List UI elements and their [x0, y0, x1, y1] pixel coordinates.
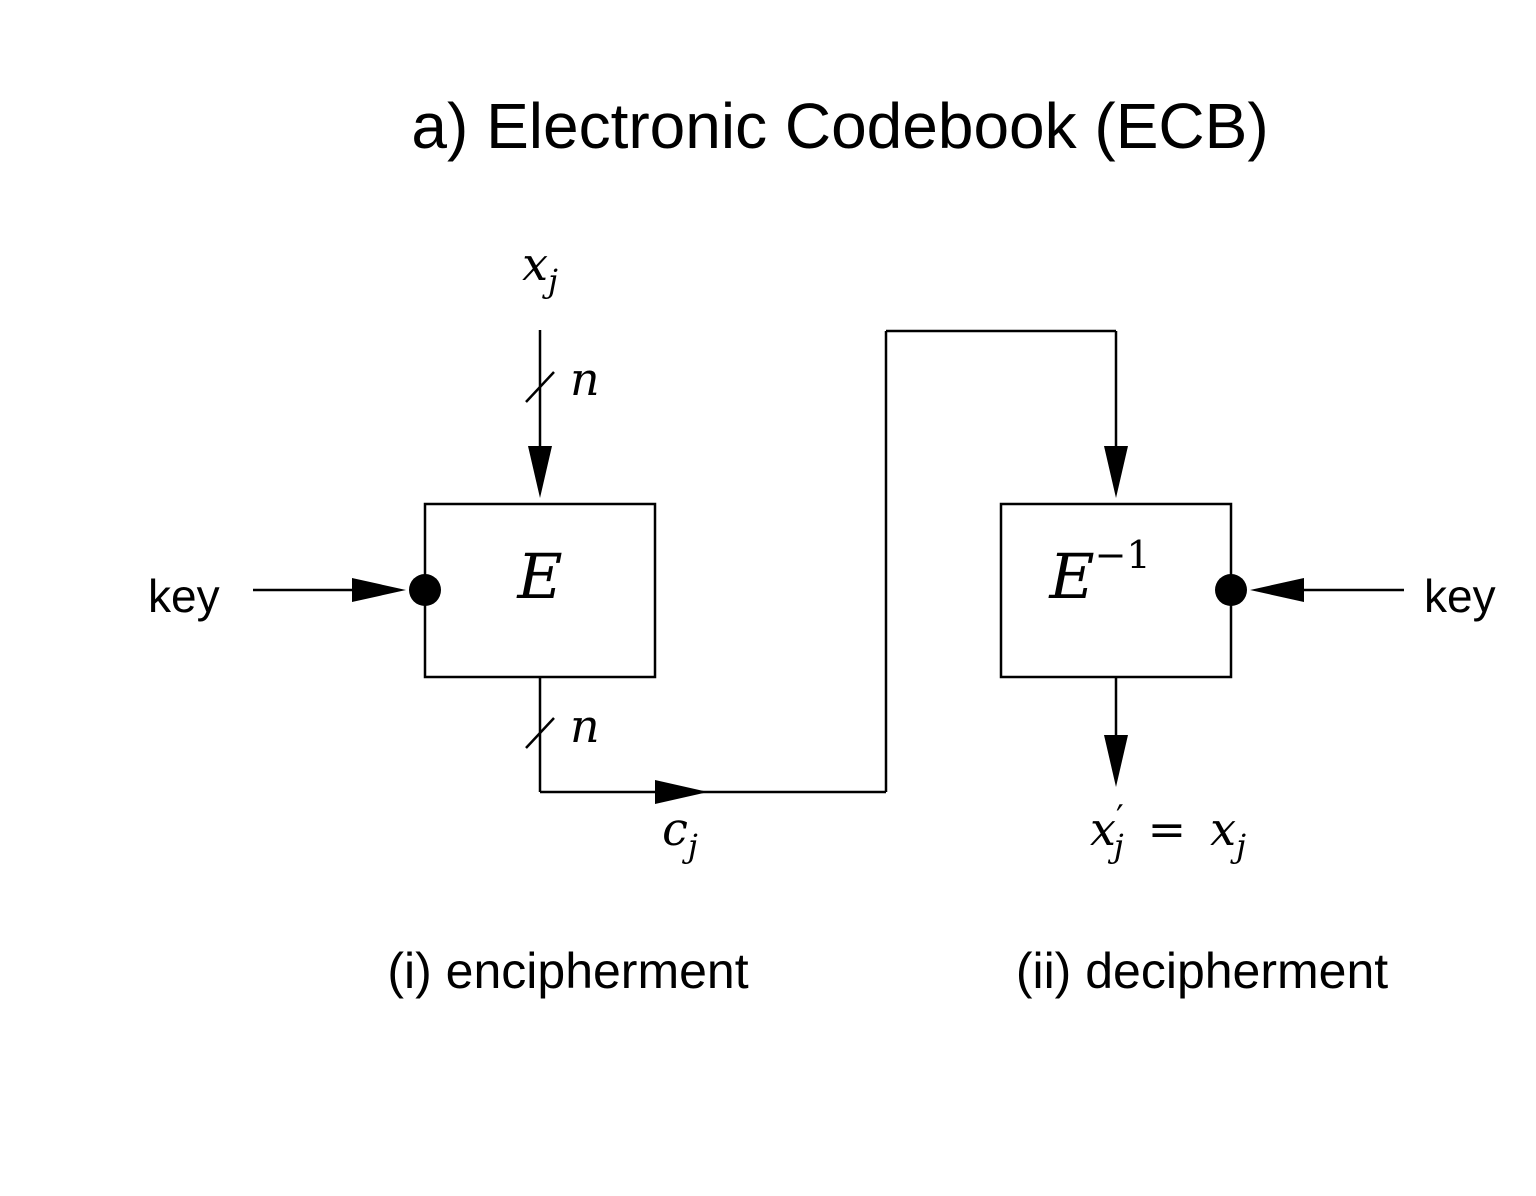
- recovered-prime: ′: [1116, 798, 1124, 838]
- decrypt-key-label: key: [1424, 570, 1496, 622]
- ciphertext-base: c: [662, 802, 688, 856]
- decrypt-key-port: [1215, 574, 1247, 606]
- decrypt-key-arrowhead: [1250, 578, 1304, 602]
- encipherment-caption: (i) encipherment: [387, 943, 748, 999]
- plaintext-output-arrowhead: [1104, 735, 1128, 787]
- ciphertext-label: cj: [662, 802, 698, 865]
- output-bus-width-label: n: [570, 699, 600, 753]
- output-bus-slash: [525, 717, 555, 749]
- decrypt-block-label: E−1: [1048, 533, 1150, 613]
- encrypt-block-label: E: [516, 540, 562, 613]
- decipherment-caption: (ii) decipherment: [1016, 943, 1388, 999]
- encrypt-key-label: key: [148, 570, 220, 622]
- rhs-base: x: [1210, 802, 1236, 856]
- channel-arrowhead: [1104, 446, 1128, 498]
- recovered-plaintext-label: x′j=xj: [1090, 798, 1246, 865]
- plaintext-input-base: x: [522, 237, 548, 291]
- plaintext-input-label: xj: [522, 237, 558, 300]
- decrypt-block-base: E: [1048, 540, 1094, 613]
- decrypt-block: [999, 502, 1233, 679]
- recovered-base: x: [1090, 802, 1116, 856]
- input-bus-width-label: n: [570, 352, 600, 406]
- decrypt-block-sup: −1: [1095, 533, 1151, 577]
- input-bus-slash: [525, 371, 555, 403]
- encrypt-block: [423, 502, 657, 679]
- ciphertext-arrowhead: [655, 780, 708, 804]
- encrypt-key-arrowhead: [352, 578, 406, 602]
- plaintext-arrowhead: [528, 446, 552, 498]
- equals-sign: =: [1148, 802, 1187, 856]
- diagram-title: a) Electronic Codebook (ECB): [411, 90, 1268, 162]
- encrypt-key-port: [409, 574, 441, 606]
